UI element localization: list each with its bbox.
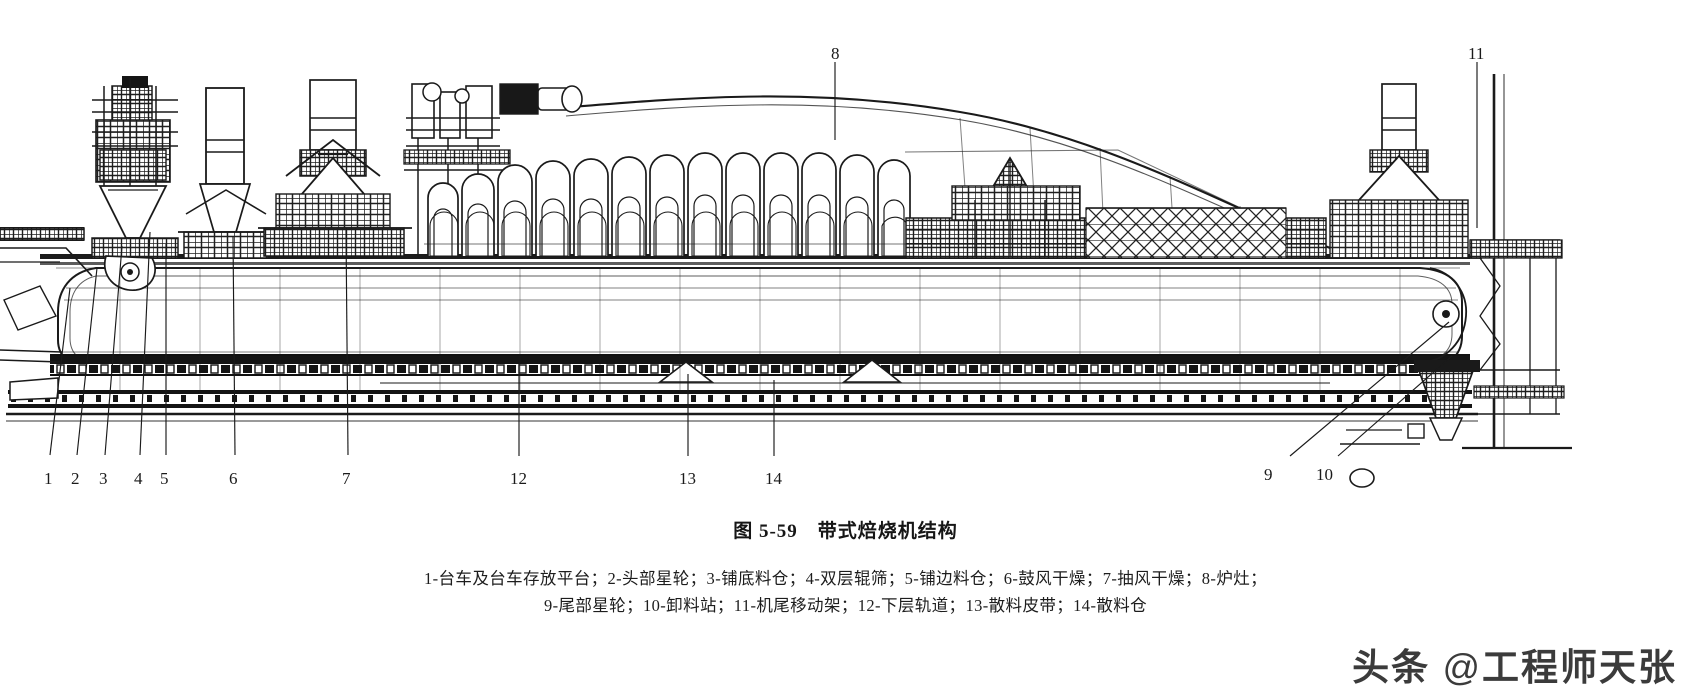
figure-title: 图 5-59 带式焙烧机结构 [733,521,958,542]
callout-number-12: 12 [510,469,527,488]
watermark-prefix: 头条 [1352,647,1431,688]
callout-number-7: 7 [342,469,351,488]
left-inclined-conveyor [0,227,93,401]
tower-pallet-platform [91,76,179,291]
exhaust-drying-bellows [424,152,914,257]
pallet-car-row [50,354,1470,376]
leader-10 [1337,355,1453,457]
leader-6 [232,235,236,456]
tail-moving-frame [1462,74,1572,450]
silo-bottom-feed [178,87,276,259]
watermark-account: 工程师天张 [1482,647,1677,688]
watermark-at-symbol: @ [1442,647,1482,688]
callout-number-5: 5 [160,469,169,488]
callout-number-10: 10 [1316,465,1333,484]
callout-number-11: 11 [1468,44,1485,63]
legend-line-1: 1-台车及台车存放平台；2-头部星轮；3-铺底料仓；4-双层辊筛；5-铺边料仓；… [423,569,1268,588]
leader-4 [139,231,151,456]
callout-number-4: 4 [134,469,143,488]
callout-number-1: 1 [44,469,53,488]
leader-3 [104,245,123,456]
drawing-ink [0,62,1572,488]
lower-rail-track [6,390,1478,422]
callout-number-6: 6 [229,469,238,488]
technical-drawing [0,62,1572,488]
blast-drying-equipment [403,82,583,258]
tail-tower-discharge [1326,83,1482,488]
furnace-structure [905,156,1327,259]
leader-7 [345,229,349,456]
callout-number-13: 13 [679,469,696,488]
callout-leader-lines [49,62,1478,457]
watermark: 头条 @工程师天张 [1352,637,1677,691]
drawing-canvas [0,62,1572,488]
bellows-arches [427,152,911,256]
callout-number-14: 14 [765,469,782,488]
figure-legend: 1-台车及台车存放平台；2-头部星轮；3-铺底料仓；4-双层辊筛；5-铺边料仓；… [0,565,1691,619]
callout-number-3: 3 [99,469,108,488]
legend-line-2: 9-尾部星轮；10-卸料站；11-机尾移动架；12-下层轨道；13-散料皮带；1… [543,596,1148,615]
tower-roller-screen [258,79,412,257]
support-columns [119,268,1401,392]
leader-2 [76,267,98,456]
caption-block: 图 5-59 带式焙烧机结构 1-台车及台车存放平台；2-头部星轮；3-铺底料仓… [0,516,1691,619]
callout-number-2: 2 [71,469,80,488]
bellows-lower-bodies [429,211,909,257]
leader-1 [49,287,71,456]
leader-9 [1289,321,1450,457]
scatter-hoppers [380,358,1330,384]
callout-number-9: 9 [1264,465,1273,484]
callout-number-8: 8 [831,44,840,63]
